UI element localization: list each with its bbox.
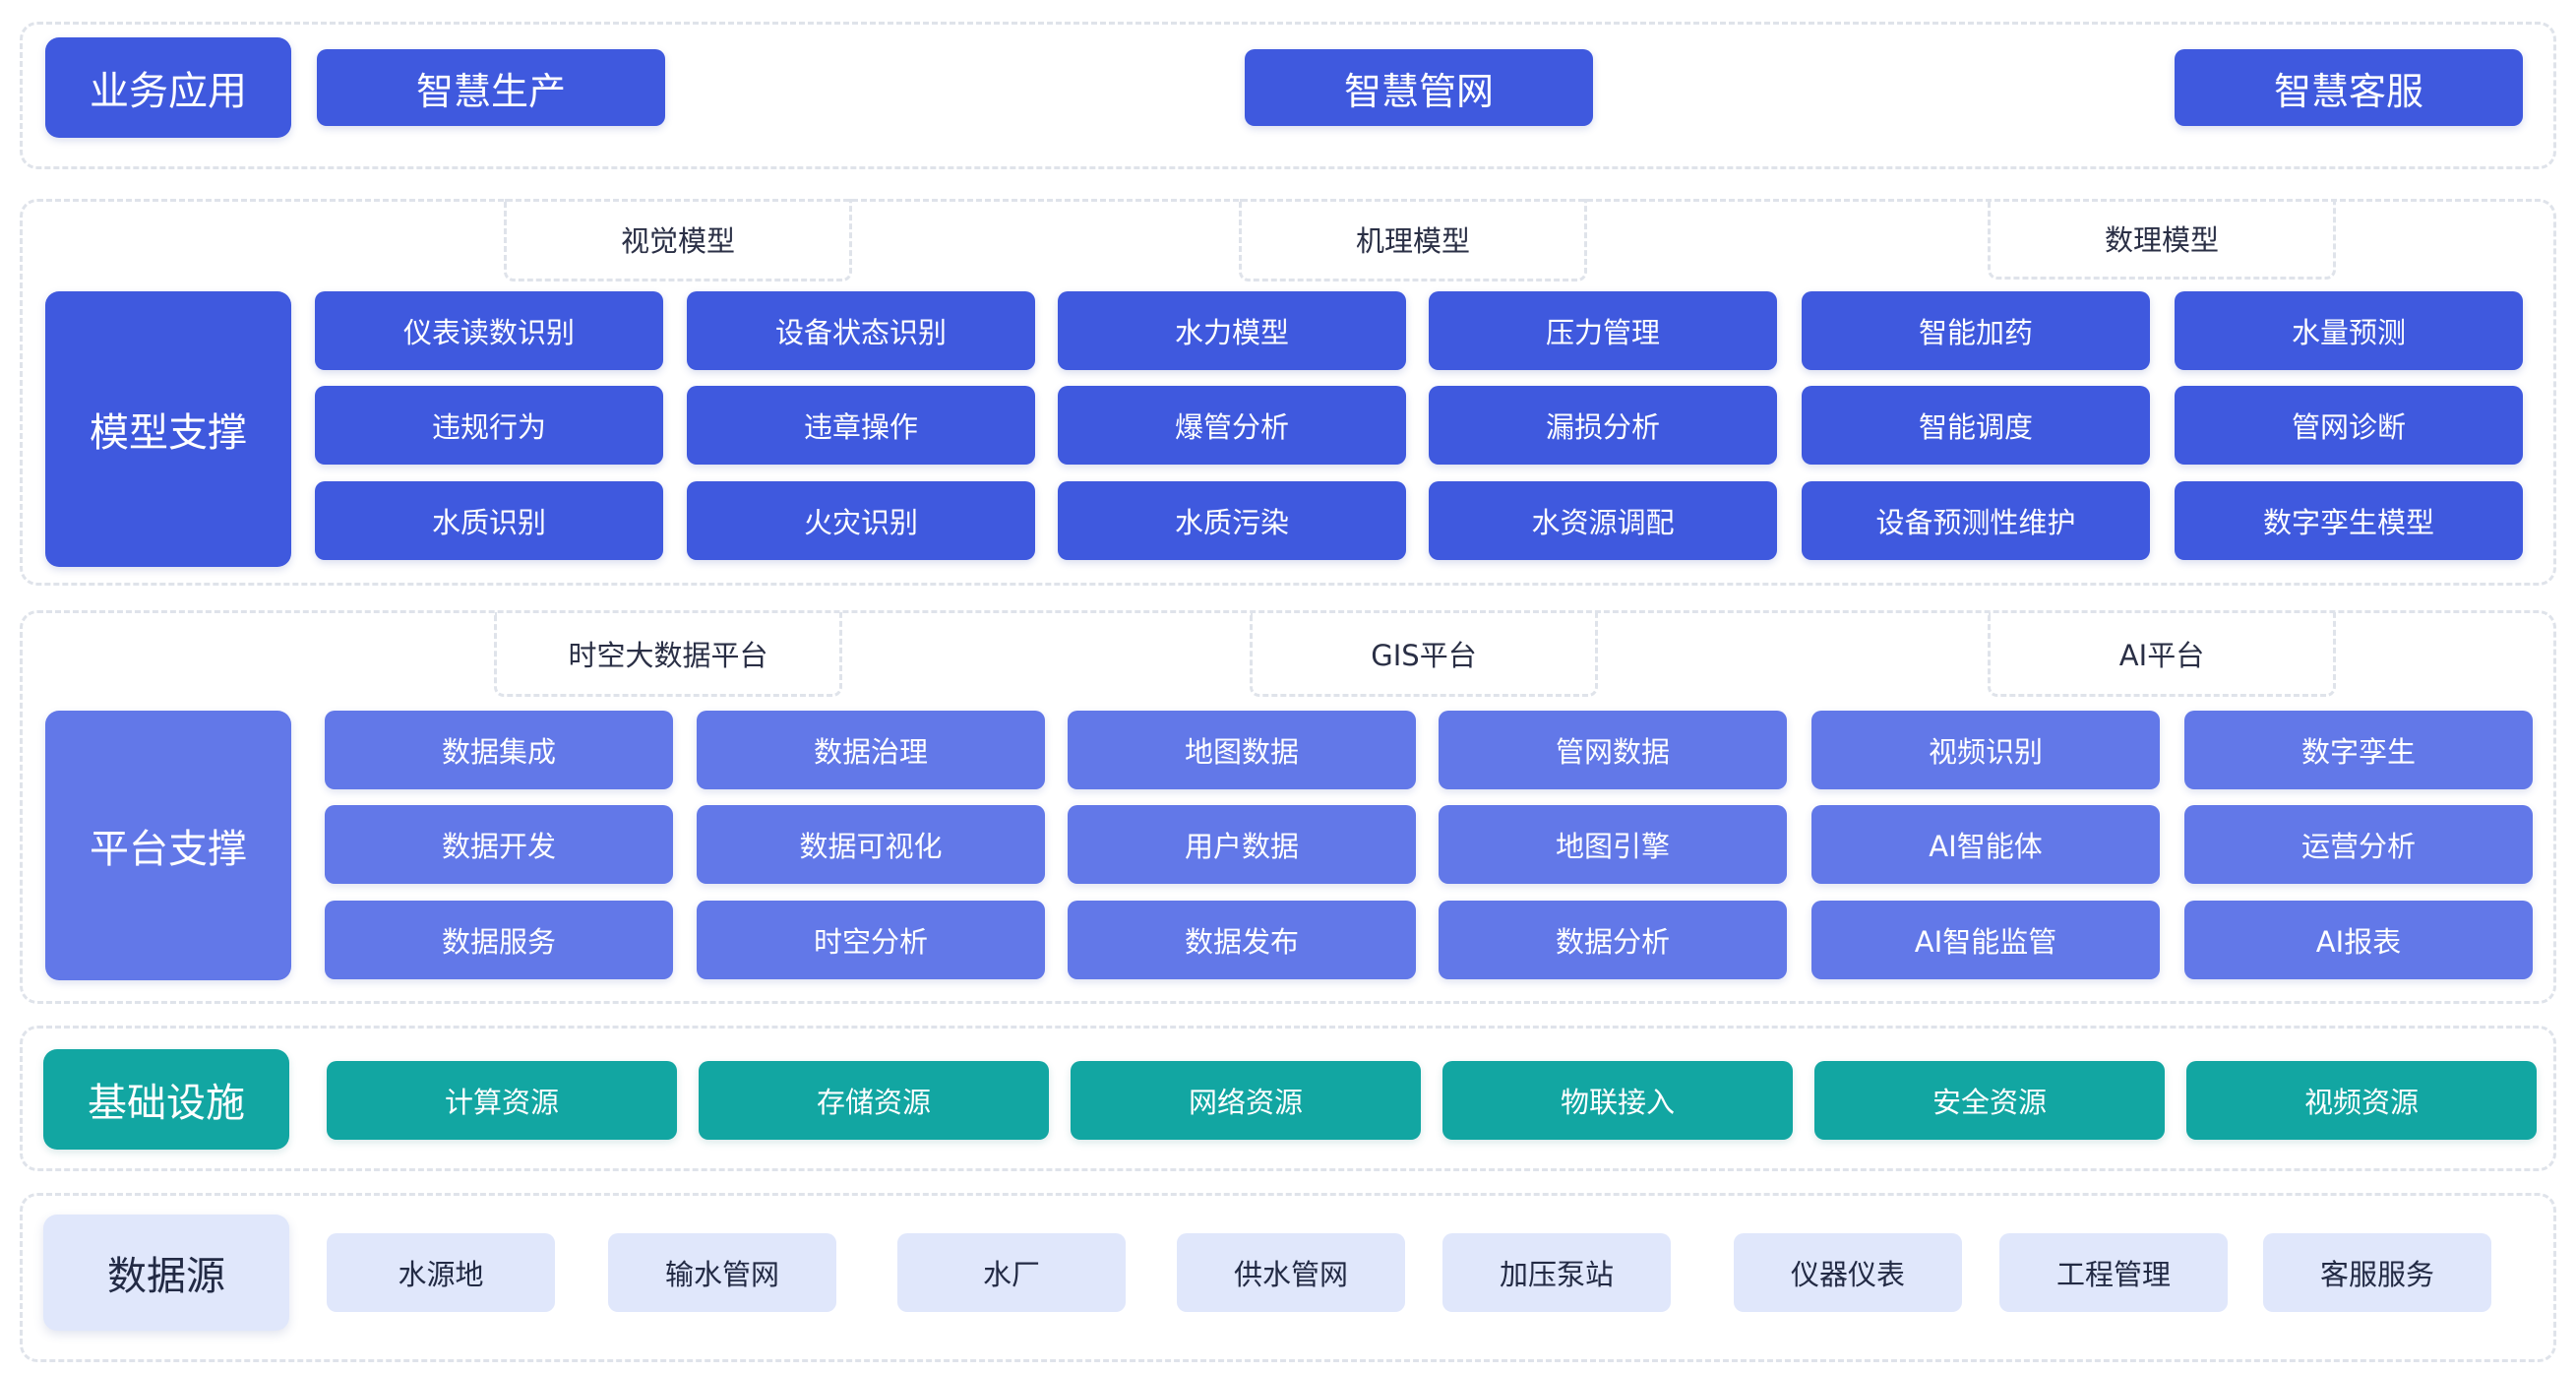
model-cell[interactable]: 火灾识别 [687, 481, 1035, 560]
model-layer [20, 199, 2556, 586]
datasource-item[interactable]: 水厂 [897, 1233, 1126, 1312]
platform-layer-title: 平台支撑 [45, 711, 291, 980]
model-cell[interactable]: 压力管理 [1429, 291, 1777, 370]
datasource-item[interactable]: 客服服务 [2263, 1233, 2491, 1312]
platform-cell[interactable]: 用户数据 [1068, 805, 1416, 884]
business-layer-title: 业务应用 [45, 37, 291, 138]
platform-cell[interactable]: 管网数据 [1439, 711, 1787, 789]
infrastructure-layer [20, 1026, 2556, 1171]
model-cell[interactable]: 智能调度 [1802, 386, 2150, 465]
infrastructure-item[interactable]: 物联接入 [1442, 1061, 1793, 1140]
platform-group-ai: AI平台 [1988, 612, 2336, 697]
model-layer-title: 模型支撑 [45, 291, 291, 567]
infrastructure-item[interactable]: 视频资源 [2186, 1061, 2537, 1140]
platform-cell[interactable]: 数据分析 [1439, 901, 1787, 979]
platform-cell[interactable]: 数据发布 [1068, 901, 1416, 979]
platform-cell[interactable]: 地图引擎 [1439, 805, 1787, 884]
model-group-mechanism: 机理模型 [1239, 199, 1587, 281]
datasource-item[interactable]: 加压泵站 [1442, 1233, 1671, 1312]
model-cell[interactable]: 水资源调配 [1429, 481, 1777, 560]
platform-layer [20, 610, 2556, 1004]
platform-group-gis: GIS平台 [1250, 612, 1598, 697]
business-layer [20, 22, 2556, 169]
model-cell[interactable]: 数字孪生模型 [2175, 481, 2523, 560]
model-cell[interactable]: 违规行为 [315, 386, 663, 465]
model-cell[interactable]: 设备状态识别 [687, 291, 1035, 370]
infrastructure-item[interactable]: 计算资源 [327, 1061, 677, 1140]
datasource-item[interactable]: 输水管网 [608, 1233, 836, 1312]
platform-cell[interactable]: 视频识别 [1811, 711, 2160, 789]
model-cell[interactable]: 水质污染 [1058, 481, 1406, 560]
datasource-item[interactable]: 供水管网 [1177, 1233, 1405, 1312]
datasource-layer-title: 数据源 [43, 1215, 289, 1331]
platform-cell[interactable]: 数据可视化 [697, 805, 1045, 884]
platform-cell[interactable]: 数据开发 [325, 805, 673, 884]
model-cell[interactable]: 智能加药 [1802, 291, 2150, 370]
datasource-item[interactable]: 仪器仪表 [1734, 1233, 1962, 1312]
business-item-smart-production[interactable]: 智慧生产 [317, 49, 665, 126]
datasource-item[interactable]: 工程管理 [1999, 1233, 2228, 1312]
platform-cell[interactable]: AI智能监管 [1811, 901, 2160, 979]
model-cell[interactable]: 水质识别 [315, 481, 663, 560]
model-cell[interactable]: 设备预测性维护 [1802, 481, 2150, 560]
platform-cell[interactable]: 数据治理 [697, 711, 1045, 789]
infrastructure-item[interactable]: 安全资源 [1814, 1061, 2165, 1140]
model-cell[interactable]: 水量预测 [2175, 291, 2523, 370]
model-cell[interactable]: 漏损分析 [1429, 386, 1777, 465]
model-cell[interactable]: 仪表读数识别 [315, 291, 663, 370]
platform-group-spatiotemporal: 时空大数据平台 [494, 612, 842, 697]
model-cell[interactable]: 违章操作 [687, 386, 1035, 465]
platform-cell[interactable]: 运营分析 [2184, 805, 2533, 884]
infrastructure-layer-title: 基础设施 [43, 1049, 289, 1150]
datasource-item[interactable]: 水源地 [327, 1233, 555, 1312]
platform-cell[interactable]: 时空分析 [697, 901, 1045, 979]
model-group-visual: 视觉模型 [504, 199, 852, 281]
business-item-smart-customer-service[interactable]: 智慧客服 [2175, 49, 2523, 126]
platform-cell[interactable]: 地图数据 [1068, 711, 1416, 789]
business-item-smart-pipe-network[interactable]: 智慧管网 [1245, 49, 1593, 126]
platform-cell[interactable]: AI智能体 [1811, 805, 2160, 884]
datasource-layer [20, 1193, 2556, 1362]
model-cell[interactable]: 爆管分析 [1058, 386, 1406, 465]
model-group-mathematical: 数理模型 [1988, 199, 2336, 280]
model-cell[interactable]: 水力模型 [1058, 291, 1406, 370]
platform-cell[interactable]: 数字孪生 [2184, 711, 2533, 789]
model-cell[interactable]: 管网诊断 [2175, 386, 2523, 465]
platform-cell[interactable]: 数据服务 [325, 901, 673, 979]
infrastructure-item[interactable]: 网络资源 [1071, 1061, 1421, 1140]
platform-cell[interactable]: 数据集成 [325, 711, 673, 789]
infrastructure-item[interactable]: 存储资源 [699, 1061, 1049, 1140]
platform-cell[interactable]: AI报表 [2184, 901, 2533, 979]
